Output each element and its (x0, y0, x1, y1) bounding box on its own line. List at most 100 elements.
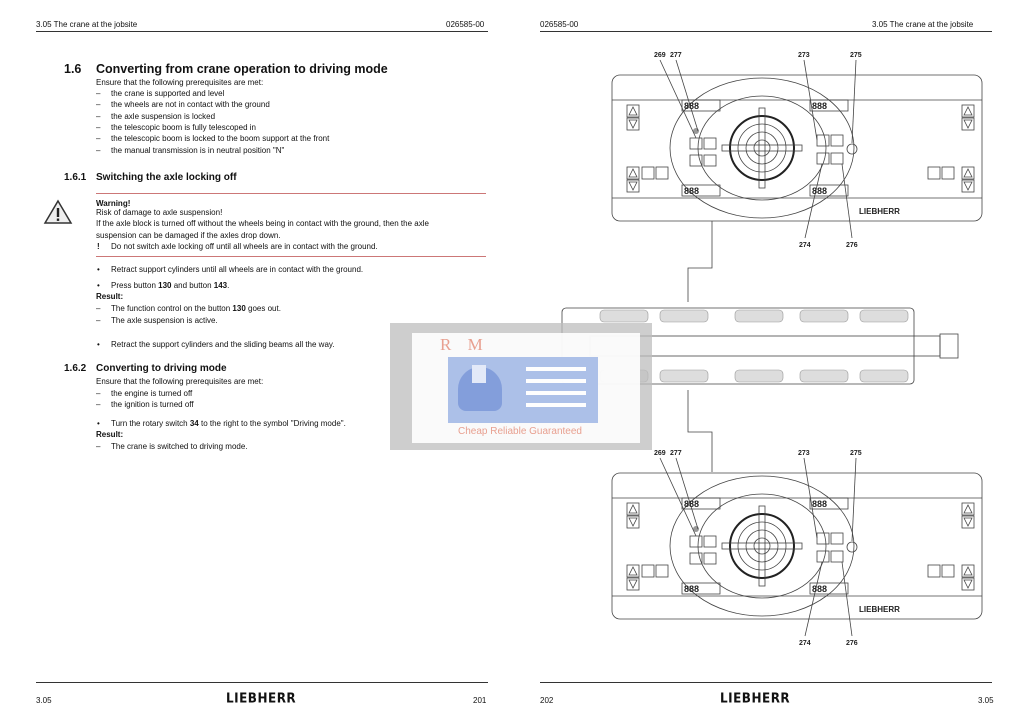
panel-arc (697, 95, 827, 201)
arrow-down-icon (628, 517, 638, 527)
level-ring (745, 131, 779, 165)
arrow-up-button (626, 166, 640, 180)
callout-leader (851, 457, 857, 542)
callout-label: 273 (798, 450, 810, 457)
tyre (799, 369, 849, 383)
dash: – (96, 145, 101, 155)
callout-leader (841, 163, 853, 239)
callout-label: 276 (846, 242, 858, 249)
panel-button (830, 532, 844, 545)
bullet: • (97, 419, 100, 428)
tyre (859, 309, 909, 323)
callout-label: 273 (798, 52, 810, 59)
callout-leader (675, 457, 699, 530)
level-bar (758, 505, 766, 587)
dash: – (96, 89, 101, 98)
tyre (599, 309, 649, 323)
panel-button (703, 535, 717, 548)
result-label: Result: (96, 430, 124, 439)
arrow-right-button (655, 166, 669, 180)
warning-text: If the axle block is turned off without … (96, 219, 429, 228)
dash: – (96, 442, 101, 451)
tyre (799, 309, 849, 323)
dash: – (96, 316, 101, 325)
level-ring (745, 529, 779, 563)
level-indicator (729, 115, 795, 181)
header-rule (36, 31, 488, 32)
warning-instruction: Do not switch axle locking off until all… (111, 242, 378, 251)
step-text: Retract support cylinders until all whee… (111, 265, 364, 274)
tyre (659, 369, 709, 383)
wrench-document-icon (448, 357, 598, 423)
liebherr-logo: LIEBHERR (720, 690, 791, 706)
arrow-up-button (961, 564, 975, 578)
subsection-title: Switching the axle locking off (96, 172, 237, 183)
arrow-left-button (641, 564, 655, 578)
tyre (734, 309, 784, 323)
panel-outline (611, 74, 983, 222)
panel-arc (697, 493, 827, 599)
arrow-right-button (655, 564, 669, 578)
arrow-up-icon (628, 106, 638, 116)
arrow-up-icon (628, 504, 638, 514)
arrow-up-button (626, 104, 640, 118)
panel-button (830, 550, 844, 563)
tyre (659, 309, 709, 323)
dash: – (96, 304, 101, 313)
digit-display (681, 497, 721, 510)
panel-button (703, 154, 717, 167)
arrow-up-icon (963, 566, 973, 576)
footer-rule (36, 682, 488, 683)
prerequisite-item: the telescopic boom is locked to the boo… (111, 134, 330, 144)
level-indicator (729, 513, 795, 579)
arrow-down-icon (963, 579, 973, 589)
arrow-down-icon (628, 119, 638, 129)
arrow-up-button (961, 502, 975, 516)
prerequisite-item: the ignition is turned off (111, 400, 194, 409)
header-chapter: 3.05 The crane at the jobsite (36, 20, 138, 29)
boom-head (939, 333, 959, 359)
level-ring (737, 123, 787, 173)
level-ring (737, 521, 787, 571)
arrow-up-button (626, 564, 640, 578)
bullet: • (97, 340, 100, 349)
tyre (734, 369, 784, 383)
digit-display-text: 888 (684, 101, 699, 111)
connector-line (687, 390, 713, 472)
connector-line (687, 221, 713, 302)
panel-button (703, 137, 717, 150)
step-text: Turn the rotary switch 34 to the right t… (111, 419, 346, 428)
result-text: The crane is switched to driving mode. (111, 442, 248, 451)
dash: – (96, 111, 101, 121)
m-indicator (846, 541, 858, 553)
panel-button (689, 552, 703, 565)
arrow-up-icon (963, 504, 973, 514)
digit-display (809, 497, 849, 510)
callout-label: 269 (654, 450, 666, 457)
arrow-up-button (961, 104, 975, 118)
prerequisite-item: the crane is supported and level (111, 89, 225, 98)
warning-top-rule (96, 193, 486, 194)
callout-leader (675, 59, 699, 132)
section-number: 1.6 (64, 62, 82, 76)
liebherr-logo: LIEBHERR (226, 690, 297, 706)
callout-label: 276 (846, 640, 858, 647)
panel-button (830, 134, 844, 147)
subsection-number: 1.6.1 (64, 172, 87, 183)
digit-display-text: 888 (812, 584, 827, 594)
result-label: Result: (96, 292, 124, 301)
callout-label: 277 (670, 52, 682, 59)
level-bar (721, 542, 803, 550)
m-indicator (846, 143, 858, 155)
callout-leader (804, 561, 823, 637)
arrow-down-icon (963, 517, 973, 527)
level-bar (758, 107, 766, 189)
arrow-down-button (626, 577, 640, 591)
panel-button (703, 552, 717, 565)
panel-button (816, 134, 830, 147)
arrow-down-button (961, 179, 975, 193)
warning-title: Warning! (96, 199, 131, 208)
callout-label: 275 (850, 450, 862, 457)
warning-bottom-rule (96, 256, 486, 257)
digit-display (681, 582, 721, 595)
